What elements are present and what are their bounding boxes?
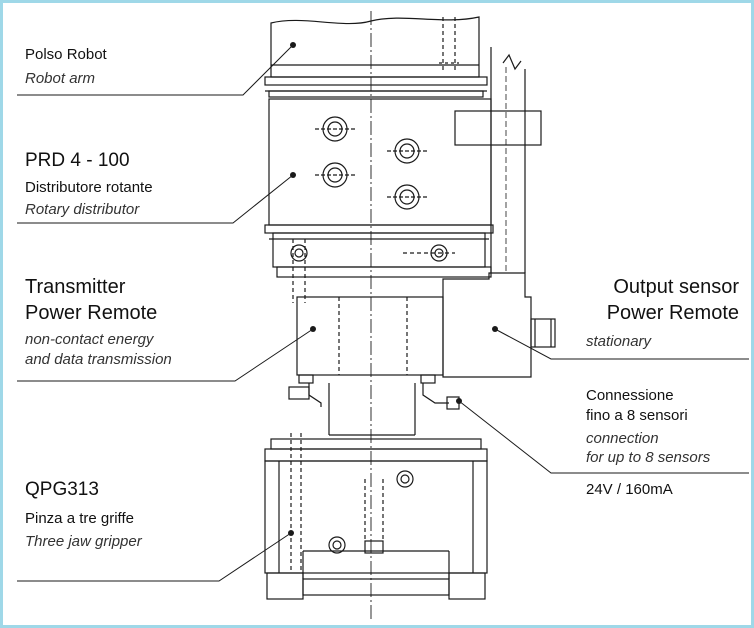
mechanical-drawing: [17, 11, 749, 621]
robot-sub-label: Robot arm: [25, 70, 96, 87]
gripper-model-label: QPG313: [25, 479, 99, 500]
output-line1-label: Output sensor: [613, 276, 739, 298]
connection-sub1-label: connection: [586, 430, 659, 447]
output-sub-label: stationary: [586, 333, 652, 350]
connection-line2-label: fino a 8 sensori: [586, 407, 688, 424]
gripper-title-label: Pinza a tre griffe: [25, 510, 134, 527]
leader-transmitter: [17, 328, 314, 382]
leader-prd: [17, 174, 294, 224]
output-sensor-part: [442, 272, 556, 378]
prd-title-label: Distributore rotante: [25, 179, 153, 196]
connection-line1-label: Connessione: [586, 387, 674, 404]
transmitter-sub1-label: non-contact energy: [25, 331, 154, 348]
connection-spec-label: 24V / 160mA: [586, 481, 673, 498]
prd-sub-label: Rotary distributor: [25, 201, 140, 218]
rotary-distributor-part: [264, 98, 494, 303]
gripper-sub-label: Three jaw gripper: [25, 533, 142, 550]
prd-model-label: PRD 4 - 100: [25, 150, 130, 171]
leader-connection: [458, 400, 749, 474]
leader-gripper: [17, 532, 292, 582]
transmitter-line1-label: Transmitter: [25, 276, 126, 298]
leader-robot: [17, 44, 294, 96]
transmitter-part: [288, 296, 460, 436]
gripper-part: [264, 433, 488, 600]
robot-wrist-part: [264, 16, 488, 98]
connection-sub2-label: for up to 8 sensors: [586, 449, 711, 466]
transmitter-sub2-label: and data transmission: [25, 351, 172, 368]
output-line2-label: Power Remote: [606, 302, 739, 324]
robot-label: Polso Robot: [25, 46, 107, 63]
leader-output: [494, 328, 749, 360]
transmitter-line2-label: Power Remote: [25, 302, 158, 324]
